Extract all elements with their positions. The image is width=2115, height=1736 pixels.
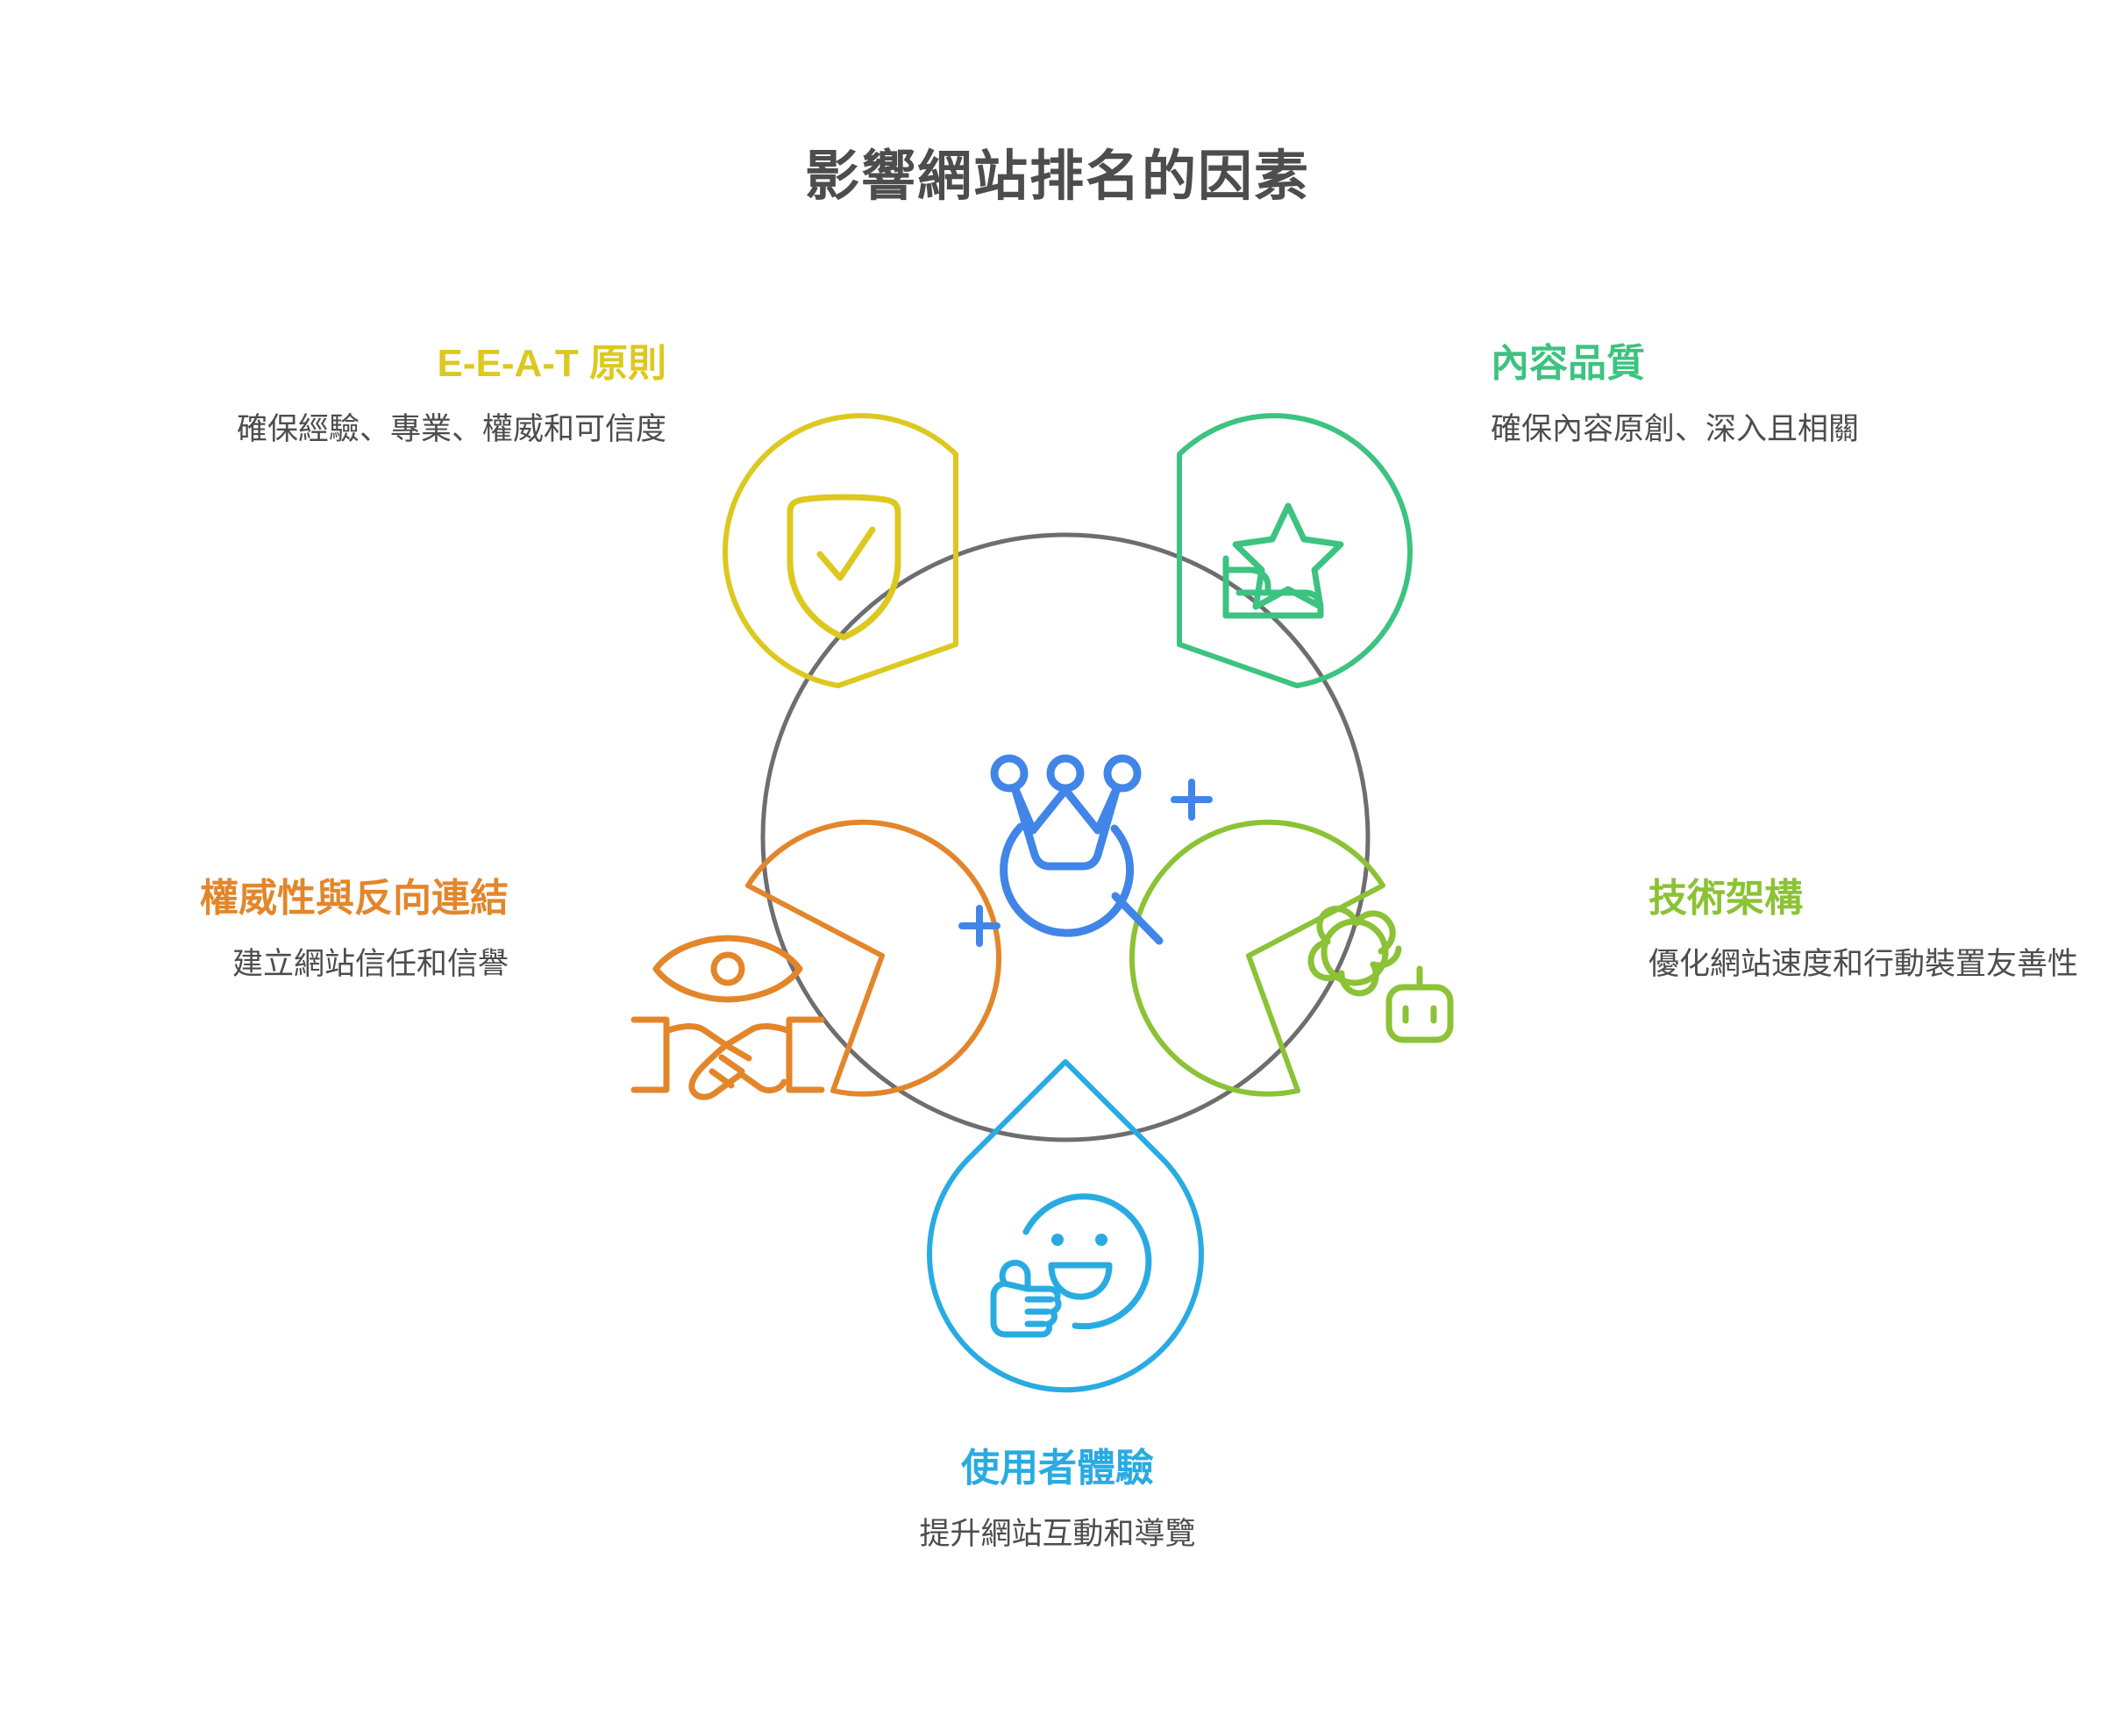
node-pin-ux[interactable] [927, 1059, 1204, 1393]
node-heading-eeat: E-E-A-T 原則 [437, 342, 666, 385]
pin-shape-ux [927, 1059, 1204, 1393]
pin-shape-eeat [723, 413, 958, 688]
node-text-technical: 技術架構 優化網站速度和行動裝置友善性 [1649, 877, 2104, 986]
connector-circle [760, 532, 1371, 1142]
pin-shape-technical [1129, 819, 1385, 1097]
hand-star-icon [1222, 502, 1344, 619]
node-pin-authority[interactable] [630, 819, 1002, 1100]
node-pin-technical[interactable] [1129, 819, 1454, 1097]
node-heading-authority: 權威性與反向連結 [200, 877, 509, 920]
node-pin-eeat[interactable] [723, 413, 958, 688]
gear-robot-icon [1307, 906, 1454, 1043]
node-desc-technical: 優化網站速度和行動裝置友善性 [1649, 946, 2079, 981]
node-heading-content-quality: 內容品質 [1491, 342, 1645, 385]
node-heading-ux: 使用者體驗 [961, 1447, 1154, 1490]
page-title: 影響網站排名的因素 [804, 146, 1310, 207]
shield-check-icon [787, 494, 901, 641]
node-text-ux: 使用者體驗 提升網站互動和導覽 [794, 1447, 1321, 1556]
node-text-authority: 權威性與反向連結 建立網站信任和信譽 [53, 877, 509, 986]
pin-shape-authority [745, 819, 1002, 1097]
sparkle-plus-icons [958, 779, 1213, 947]
node-pin-content-quality[interactable] [1177, 413, 1413, 688]
crown-magnifier-icon [958, 754, 1213, 947]
eye-handshake-icon [630, 935, 825, 1100]
smiley-thumbsup-icon [990, 1193, 1152, 1338]
node-desc-content-quality: 確保內容原創、深入且相關 [1491, 411, 1860, 446]
node-desc-eeat: 確保經驗、專業、權威和可信度 [236, 411, 666, 446]
node-text-content-quality: 內容品質 確保內容原創、深入且相關 [1491, 342, 2052, 452]
node-desc-authority: 建立網站信任和信譽 [231, 946, 509, 981]
node-heading-technical: 技術架構 [1649, 877, 1803, 920]
node-desc-ux: 提升網站互動和導覽 [919, 1516, 1196, 1551]
node-text-eeat: E-E-A-T 原則 確保經驗、專業、權威和可信度 [123, 342, 666, 452]
pin-shape-content-quality [1177, 413, 1413, 688]
